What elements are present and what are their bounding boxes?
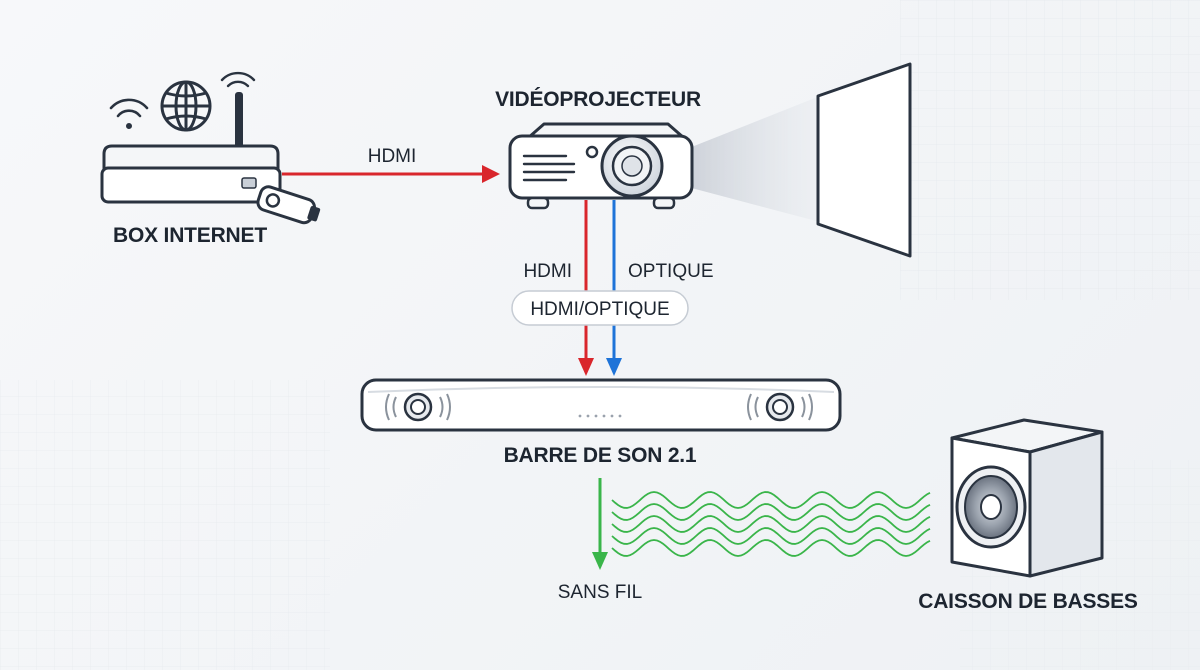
soundbar-indicator-dots	[578, 414, 622, 418]
box-internet-label: BOX INTERNET	[113, 224, 267, 247]
projector	[508, 122, 694, 210]
optique-down-label: OPTIQUE	[628, 261, 714, 282]
optical-arrow-projector-to-soundbar	[606, 200, 622, 376]
wireless-waves	[611, 491, 931, 557]
subwoofer-driver	[955, 465, 1027, 549]
hdmi-optique-pill: HDMI/OPTIQUE	[511, 290, 689, 326]
wireless-wave-line	[611, 527, 931, 545]
wireless-wave-line	[611, 491, 931, 509]
internet-box	[100, 71, 321, 225]
hdmi-arrow-projector-to-soundbar	[578, 200, 594, 376]
hdmi-optique-pill-label: HDMI/OPTIQUE	[530, 299, 669, 320]
hdmi-arrow-box-to-projector	[282, 165, 500, 183]
globe-icon	[160, 80, 212, 132]
streaming-stick-icon	[256, 185, 321, 225]
wireless-wave-line	[611, 515, 931, 533]
barre-de-son-label: BARRE DE SON 2.1	[504, 444, 697, 467]
hdmi-top-label: HDMI	[368, 146, 417, 167]
sans-fil-label: SANS FIL	[558, 582, 642, 603]
soundbar	[360, 378, 842, 432]
wireless-arrow	[592, 478, 608, 570]
soundbar-right-driver	[747, 392, 813, 422]
videoprojecteur-label: VIDÉOPROJECTEUR	[495, 88, 701, 111]
wireless-wave-line	[611, 539, 931, 557]
projection-beam	[684, 96, 820, 222]
projection-screen	[816, 62, 912, 258]
antenna-icon	[220, 71, 256, 150]
caisson-label: CAISSON DE BASSES	[918, 590, 1138, 613]
soundbar-left-driver	[385, 392, 451, 422]
hdmi-down-label: HDMI	[523, 261, 572, 282]
wireless-wave-line	[611, 503, 931, 521]
wifi-icon	[109, 98, 149, 129]
subwoofer	[950, 418, 1104, 578]
